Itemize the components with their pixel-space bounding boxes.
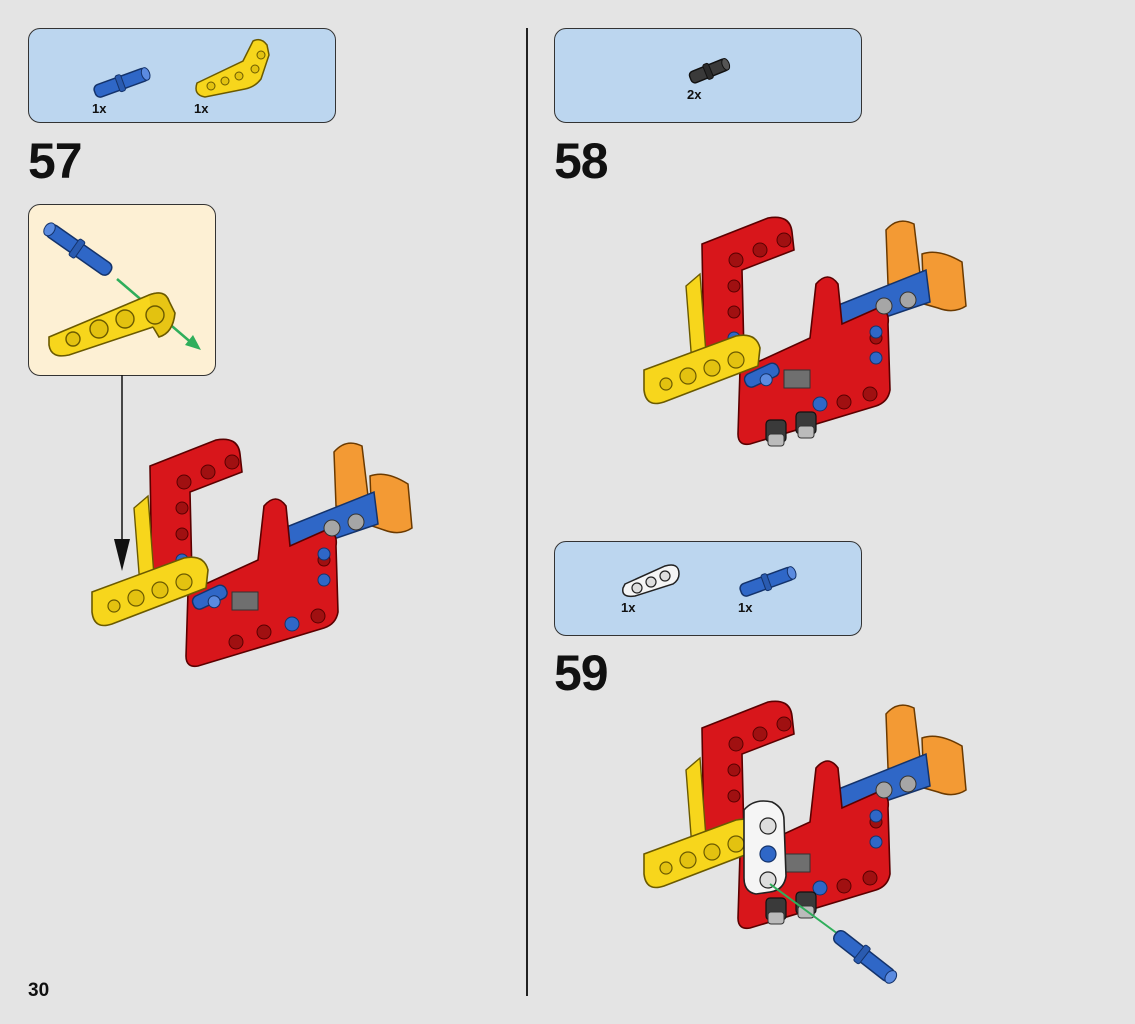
black-friction-pin-icon [688, 58, 731, 84]
page-number: 30 [28, 980, 50, 1001]
blue-axle-pin-icon [93, 67, 151, 98]
callout-illustration [43, 222, 201, 357]
placement-arrow [114, 375, 130, 571]
step-58-model [643, 216, 967, 447]
step-57-model [91, 438, 413, 668]
white-beam-3-icon [622, 564, 680, 598]
step-59-parts-box: 1x 1x [554, 541, 862, 636]
column-divider [526, 28, 528, 996]
blue-axle-pin-icon [832, 929, 898, 984]
blue-axle-pin-icon [43, 222, 113, 276]
part-qty: 1x [621, 600, 636, 615]
step-number: 59 [554, 645, 609, 701]
yellow-bent-beam-icon [195, 38, 270, 98]
step-number: 57 [28, 133, 83, 189]
part-qty: 1x [738, 600, 753, 615]
white-beam-3-icon [743, 800, 787, 895]
black-friction-pin-icon [765, 419, 787, 447]
part-qty: 1x [92, 101, 107, 116]
sub-assembly-callout [28, 204, 216, 376]
yellow-bent-beam-icon [48, 292, 176, 357]
step-59-model [643, 700, 967, 984]
part-qty: 1x [194, 101, 209, 116]
black-friction-pin-icon [795, 411, 817, 439]
step-58-parts-box: 2x [554, 28, 862, 123]
blue-axle-pin-icon [739, 566, 797, 597]
part-qty: 2x [687, 87, 702, 102]
step-number: 58 [554, 133, 609, 189]
step-57-parts-box: 1x 1x [28, 28, 336, 123]
